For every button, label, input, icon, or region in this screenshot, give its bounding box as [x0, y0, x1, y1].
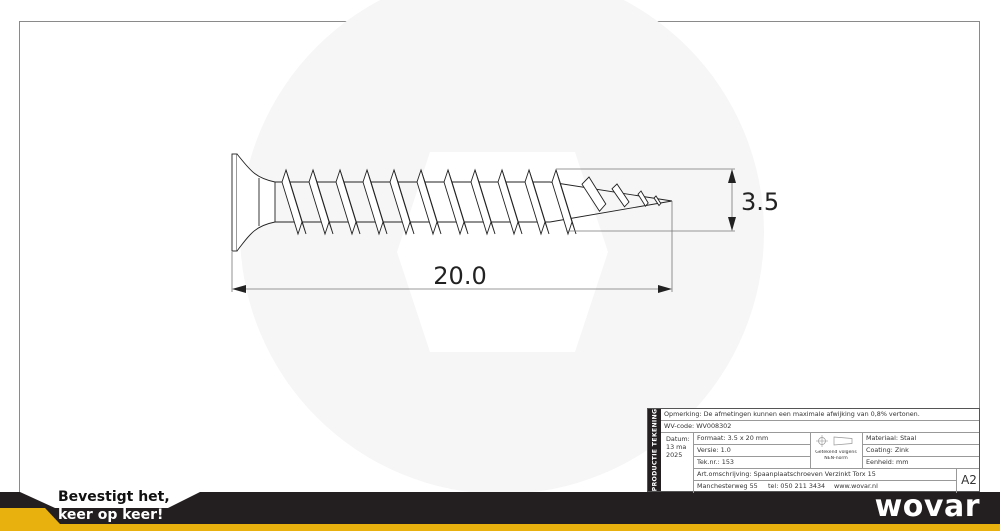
art-omschrijving: Art.omschrijving: Spaanplaatschroeven Ve…: [697, 470, 876, 478]
datum-value-year: 2025: [666, 451, 683, 459]
slogan-line-2: keer op keer!: [58, 507, 164, 523]
versie: Versie: 1.0: [697, 446, 731, 454]
wv-code: WV-code: WV008302: [664, 422, 732, 430]
wovar-logo: wovar: [874, 489, 980, 524]
phone: tel: 050 211 3434: [768, 482, 826, 490]
footer-band: [0, 492, 1000, 531]
diameter-dimension-label: 3.5: [741, 188, 779, 216]
nen-projection-icon: [816, 435, 853, 447]
dimension-arrows: [232, 169, 736, 293]
materiaal: Materiaal: Staal: [866, 434, 917, 442]
screw-drawing: [231, 153, 673, 252]
address: Manchesterweg 55: [697, 482, 758, 490]
eenheid: Eenheid: mm: [866, 458, 909, 466]
nen-norm-line2: NEN-norm: [824, 456, 848, 461]
remark-text: Opmerking: De afmetingen kunnen een maxi…: [664, 410, 920, 418]
nen-norm-line1: Getekend volgens: [815, 450, 857, 455]
productie-tekening-label: PRODUCTIE TEKENING: [651, 408, 658, 492]
title-block: PRODUCTIE TEKENING Opmerking: De afmetin…: [647, 408, 980, 493]
length-dimension-label: 20.0: [433, 262, 486, 290]
coating: Coating: Zink: [866, 446, 909, 454]
screw-threads: [281, 168, 662, 236]
title-block-strip: PRODUCTIE TEKENING: [648, 409, 661, 491]
datum-label: Datum:: [666, 435, 690, 443]
tek-nr: Tek.nr.: 153: [697, 458, 734, 466]
slogan-line-1: Bevestigt het,: [58, 489, 170, 505]
website: www.wovar.nl: [834, 482, 878, 490]
datum-value-day: 13 ma: [666, 443, 687, 451]
formaat: Formaat: 3.5 x 20 mm: [697, 434, 769, 442]
sheet-size: A2: [961, 473, 977, 487]
